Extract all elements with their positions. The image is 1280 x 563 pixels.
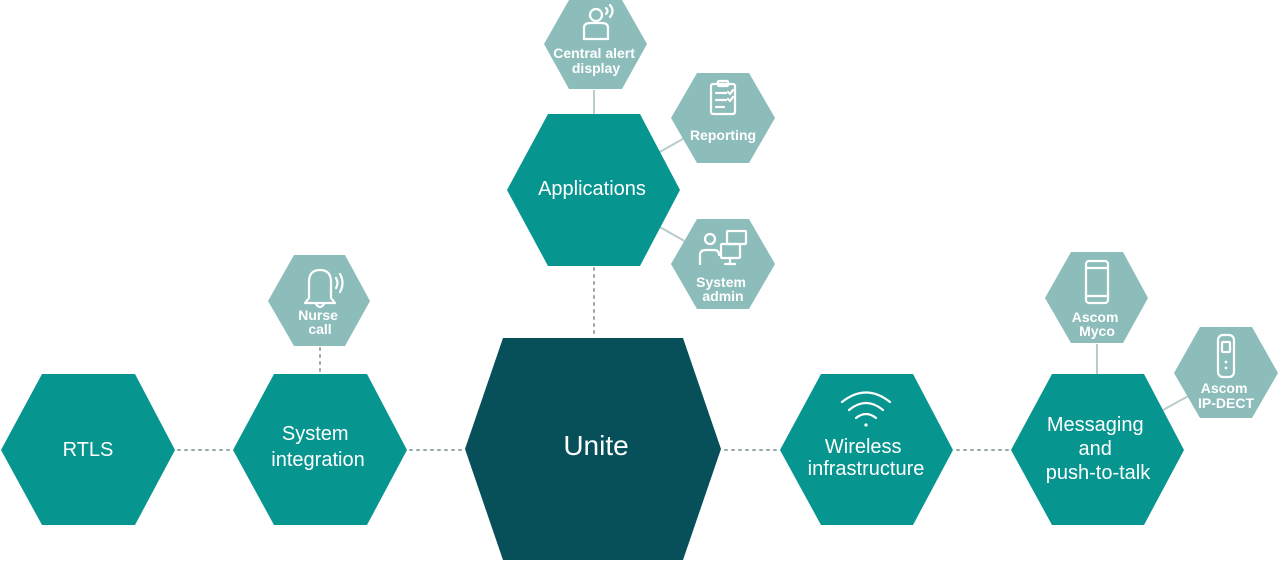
wifi-icon: [840, 391, 892, 427]
hex-system-integration: System integration: [233, 374, 407, 525]
handset-icon: [1216, 333, 1236, 379]
connector-ipdect-messaging: [1162, 393, 1193, 411]
connector-reporting-applications: [657, 135, 689, 154]
hex-applications-label: Applications: [538, 178, 646, 200]
hex-central-alert-display: Central alert display: [544, 0, 647, 89]
hex-central-alert-label: Central alert display: [553, 45, 639, 76]
hex-nurse-call-label: Nurse call: [298, 307, 342, 337]
connector-system-admin-applications: [657, 225, 689, 244]
user-monitors-icon: [698, 229, 748, 266]
clipboard-checklist-icon: [709, 79, 737, 116]
dotted-connectors: [177, 267, 1011, 451]
hex-ascom-ipdect-label: Ascom IP-DECT: [1198, 380, 1254, 411]
hex-wireless-label: Wireless infrastructure: [808, 436, 925, 480]
hex-reporting-label: Reporting: [690, 127, 756, 143]
smartphone-icon: [1084, 259, 1110, 305]
hex-nurse-call: Nurse call: [268, 255, 370, 346]
hex-unite: Unite: [465, 338, 721, 560]
hex-messaging: Messaging and push-to-talk: [1011, 374, 1184, 525]
bell-icon: [303, 268, 344, 309]
hex-messaging-label: Messaging and push-to-talk: [1046, 414, 1151, 484]
hex-ascom-ipdect: Ascom IP-DECT: [1174, 327, 1278, 418]
hex-system-integration-label: System integration: [271, 423, 364, 471]
hex-reporting: Reporting: [671, 73, 775, 163]
hex-ascom-myco-label: Ascom Myco: [1072, 309, 1123, 339]
hex-system-admin: System admin: [671, 219, 775, 309]
hex-rtls-label: RTLS: [63, 439, 114, 461]
hex-system-admin-label: System admin: [696, 274, 750, 304]
hex-applications: Applications: [507, 114, 680, 266]
hex-wireless-infrastructure: Wireless infrastructure: [780, 374, 953, 525]
hex-ascom-myco: Ascom Myco: [1045, 252, 1148, 343]
hex-rtls: RTLS: [1, 374, 175, 525]
nurse-alert-icon: [582, 3, 614, 41]
solid-connectors: [593, 90, 1193, 411]
hex-unite-label: Unite: [563, 430, 628, 461]
